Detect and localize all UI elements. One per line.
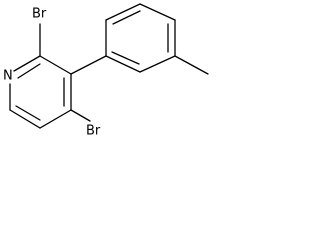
bond-c4-c5 <box>39 109 72 129</box>
bond-c4-br <box>70 109 91 122</box>
bond-c5-c6-inner <box>15 105 41 121</box>
bond-a5-a6 <box>105 3 141 21</box>
atom-label-bromine-top: Br <box>32 7 47 22</box>
bond-c3-aryl <box>70 55 107 75</box>
bond-a4-a5 <box>139 3 176 21</box>
bond-c5-c6 <box>9 109 41 129</box>
atom-label-bromine-bottom: Br <box>86 124 101 139</box>
bond-c2-c3 <box>39 55 72 75</box>
bond-a1-a2 <box>105 55 141 73</box>
atom-label-nitrogen: N <box>3 69 13 84</box>
structure-diagram: N Br Br <box>3 3 209 139</box>
bond-a5-a6-inner <box>112 10 141 25</box>
bond-n1-c2-inner <box>17 63 41 79</box>
bond-n1-c2 <box>13 55 41 72</box>
bond-a3-methyl <box>174 55 209 75</box>
bond-a1-a2-inner <box>111 51 140 65</box>
bond-a2-a3 <box>139 55 176 73</box>
